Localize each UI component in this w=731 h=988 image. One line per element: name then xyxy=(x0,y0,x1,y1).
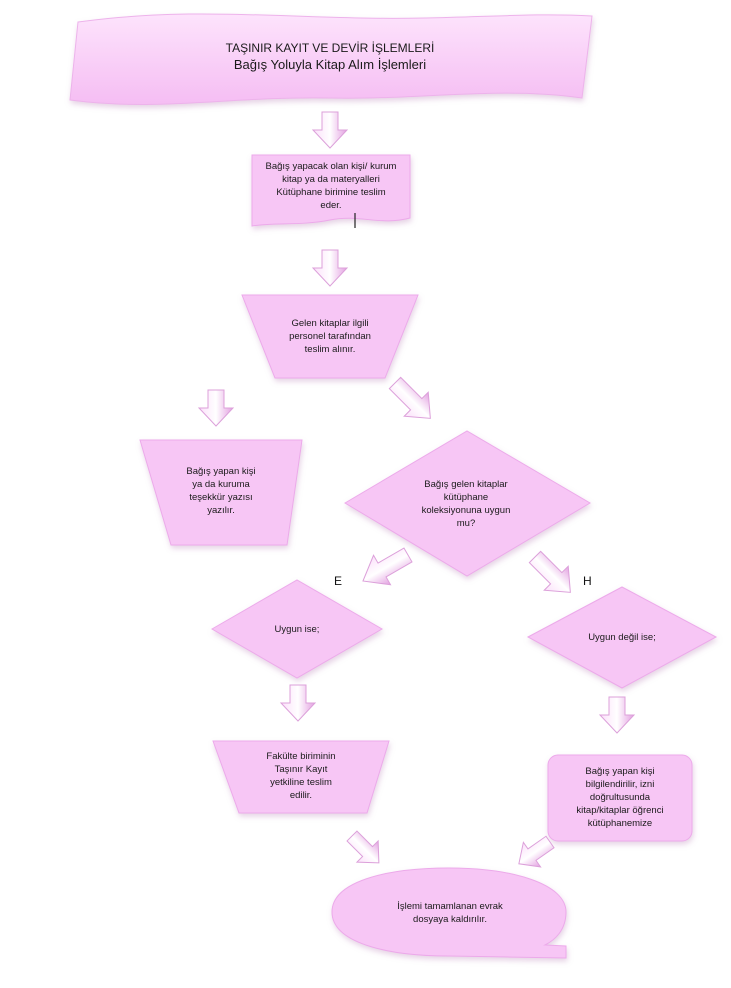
decision-line-4: mu? xyxy=(456,518,476,529)
decision-diamond xyxy=(344,430,591,577)
donor-info-box xyxy=(547,754,693,842)
not-suitable-diamond xyxy=(526,586,718,689)
deliver-line-3: Kütüphane birimine teslim xyxy=(276,187,386,198)
deliver-document-shape xyxy=(251,154,411,227)
faculty-line-4: edilir. xyxy=(289,790,313,801)
arrow-down-2 xyxy=(312,249,348,287)
deliver-line-4: eder. xyxy=(320,200,342,211)
title-text: TAŞINIR KAYIT VE DEVİR İŞLEMLERİ Bağış Y… xyxy=(150,40,510,73)
not-suitable-line-1: Uygun değil ise; xyxy=(588,631,656,643)
archive-line-1: İşlemi tamamlanan evrak xyxy=(397,901,503,912)
suitable-line-1: Uygun ise; xyxy=(274,623,320,635)
arrow-diagonal-bottom-right xyxy=(518,835,555,868)
receive-line-3: teslim alınır. xyxy=(304,343,356,355)
thanks-label: Bağış yapan kişi ya da kuruma teşekkür y… xyxy=(160,462,282,520)
donor-info-line-4: kitap/kitaplar öğrenci xyxy=(576,804,664,816)
branch-yes-label: E xyxy=(334,574,343,588)
arrow-diagonal-no xyxy=(528,550,571,593)
faculty-line-3: yetkiline teslim xyxy=(270,777,332,788)
not-suitable-label: Uygun değil ise; xyxy=(562,628,682,646)
donor-info-line-5: kütüphanemize xyxy=(587,817,653,829)
deliver-line-1: Bağış yapacak olan kişi/ kurum xyxy=(265,161,397,172)
faculty-trapezoid xyxy=(212,740,390,814)
arrow-down-1 xyxy=(312,111,348,149)
arrow-diagonal-yes xyxy=(362,547,413,586)
archive-shape xyxy=(331,867,567,959)
receive-trapezoid xyxy=(241,294,419,379)
title-line-1: TAŞINIR KAYIT VE DEVİR İŞLEMLERİ xyxy=(225,41,435,55)
thanks-line-4: yazılır. xyxy=(207,505,235,516)
donor-info-line-1: Bağış yapan kişi xyxy=(585,765,655,777)
receive-line-2: personel tarafından xyxy=(289,330,371,342)
suitable-diamond xyxy=(210,579,384,679)
archive-label: İşlemi tamamlanan evrak dosyaya kaldırıl… xyxy=(370,898,530,928)
deliver-label: Bağış yapacak olan kişi/ kurum kitap ya … xyxy=(252,160,410,212)
faculty-line-1: Fakülte biriminin xyxy=(266,751,336,762)
archive-line-2: dosyaya kaldırılır. xyxy=(413,914,487,925)
title-banner xyxy=(69,13,593,105)
arrow-down-4 xyxy=(280,684,316,722)
thanks-line-2: ya da kuruma xyxy=(192,479,250,490)
thanks-line-1: Bağış yapan kişi xyxy=(186,466,256,477)
faculty-label: Fakülte biriminin Taşınır Kayıt yetkilin… xyxy=(230,748,372,804)
arrow-down-3 xyxy=(198,389,234,427)
decision-label: Bağış gelen kitaplar kütüphane koleksiyo… xyxy=(405,475,527,533)
branch-no-label: H xyxy=(583,574,592,588)
thanks-trapezoid xyxy=(139,439,303,546)
title-line-2: Bağış Yoluyla Kitap Alım İşlemleri xyxy=(233,57,427,72)
decision-line-3: koleksiyonuna uygun xyxy=(421,505,511,516)
donor-info-label: Bağış yapan kişi bilgilendirilir, izni d… xyxy=(552,763,688,831)
deliver-line-2: kitap ya da materyalleri xyxy=(282,174,380,185)
decision-line-2: kütüphane xyxy=(443,492,489,503)
receive-line-1: Gelen kitaplar ilgili xyxy=(291,317,369,329)
arrow-diagonal-right xyxy=(388,376,431,419)
thanks-line-3: teşekkür yazısı xyxy=(189,492,253,503)
decision-line-1: Bağış gelen kitaplar xyxy=(424,479,508,490)
faculty-line-2: Taşınır Kayıt xyxy=(274,764,328,775)
receive-label: Gelen kitaplar ilgili personel tarafında… xyxy=(262,312,398,360)
donor-info-line-3: doğrultusunda xyxy=(589,791,651,803)
arrow-diagonal-bottom-left xyxy=(346,830,380,864)
suitable-label: Uygun ise; xyxy=(240,620,354,638)
arrow-down-5 xyxy=(599,696,635,734)
donor-info-line-2: bilgilendirilir, izni xyxy=(585,778,655,790)
